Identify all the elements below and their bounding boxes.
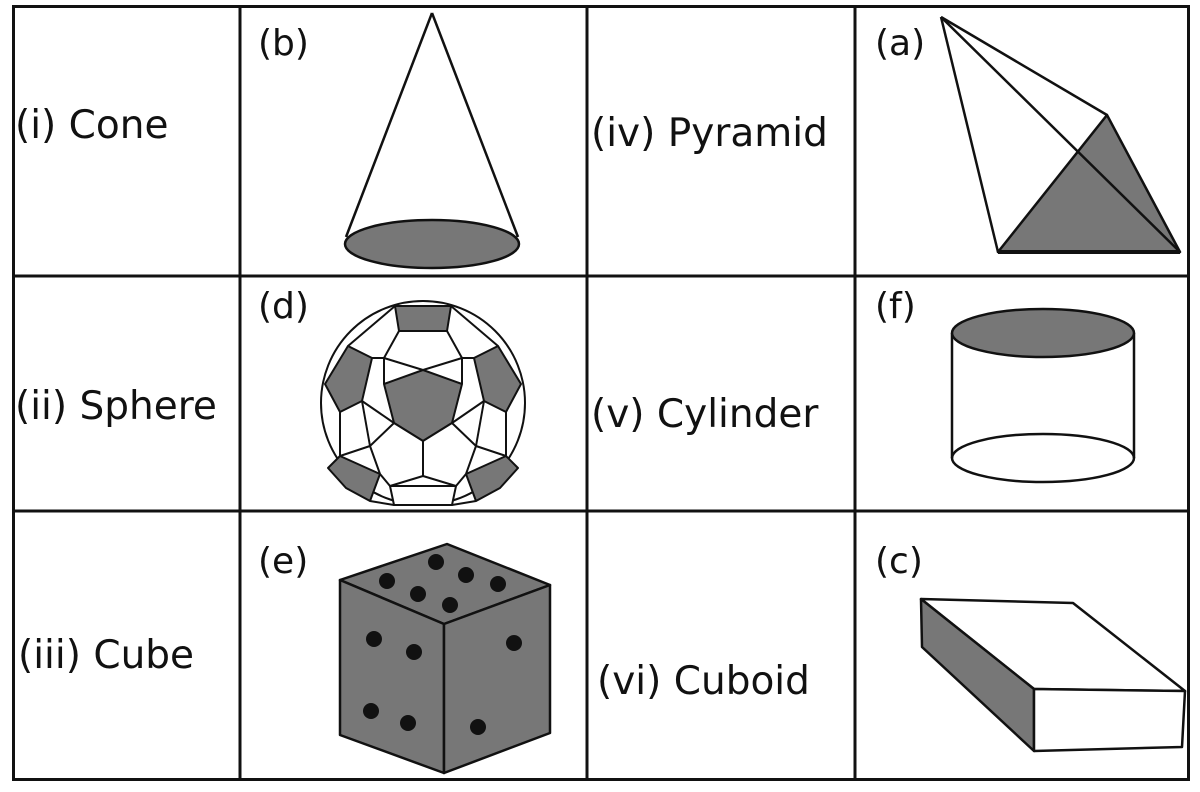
picture-tag: (e)	[258, 541, 309, 582]
pyramid-icon	[939, 15, 1182, 254]
row-3-solid-cell: (vi) Cuboid	[587, 511, 855, 781]
cone-icon	[343, 12, 521, 270]
picture-tag: (b)	[258, 23, 309, 64]
row-3-solid-picture-cell: (c)	[855, 511, 1190, 781]
solid-picture-tag: (c)	[875, 541, 923, 582]
dice-icon	[338, 542, 552, 775]
football-icon	[320, 300, 526, 506]
shape-name-label: (i) Cone	[15, 103, 169, 148]
picture-tag: (d)	[258, 286, 309, 327]
row-2-solid-picture-cell: (f)	[855, 276, 1190, 511]
row-1-name-cell: (i) Cone	[12, 5, 240, 276]
solid-name-label: (iv) Pyramid	[591, 111, 828, 156]
solid-picture-tag: (f)	[875, 286, 916, 327]
solid-name-label: (v) Cylinder	[591, 392, 819, 437]
row-2-picture-cell: (d)	[240, 276, 587, 511]
table-grid-lines	[12, 5, 1190, 781]
row-1-picture-cell: (b)	[240, 5, 587, 276]
cylinder-icon	[950, 307, 1136, 484]
solid-picture-tag: (a)	[875, 23, 926, 64]
shape-name-label: (ii) Sphere	[15, 384, 217, 429]
solid-name-label: (vi) Cuboid	[597, 659, 810, 704]
row-2-solid-cell: (v) Cylinder	[587, 276, 855, 511]
row-3-name-cell: (iii) Cube	[12, 511, 240, 781]
row-3-picture-cell: (e)	[240, 511, 587, 781]
cuboid-icon	[919, 597, 1187, 753]
shape-name-label: (iii) Cube	[18, 633, 195, 678]
shapes-matching-table: (i) Cone (b) (iv) Pyramid (a) (ii) S	[12, 5, 1190, 781]
row-1-solid-cell: (iv) Pyramid	[587, 5, 855, 276]
row-2-name-cell: (ii) Sphere	[12, 276, 240, 511]
row-1-solid-picture-cell: (a)	[855, 5, 1190, 276]
